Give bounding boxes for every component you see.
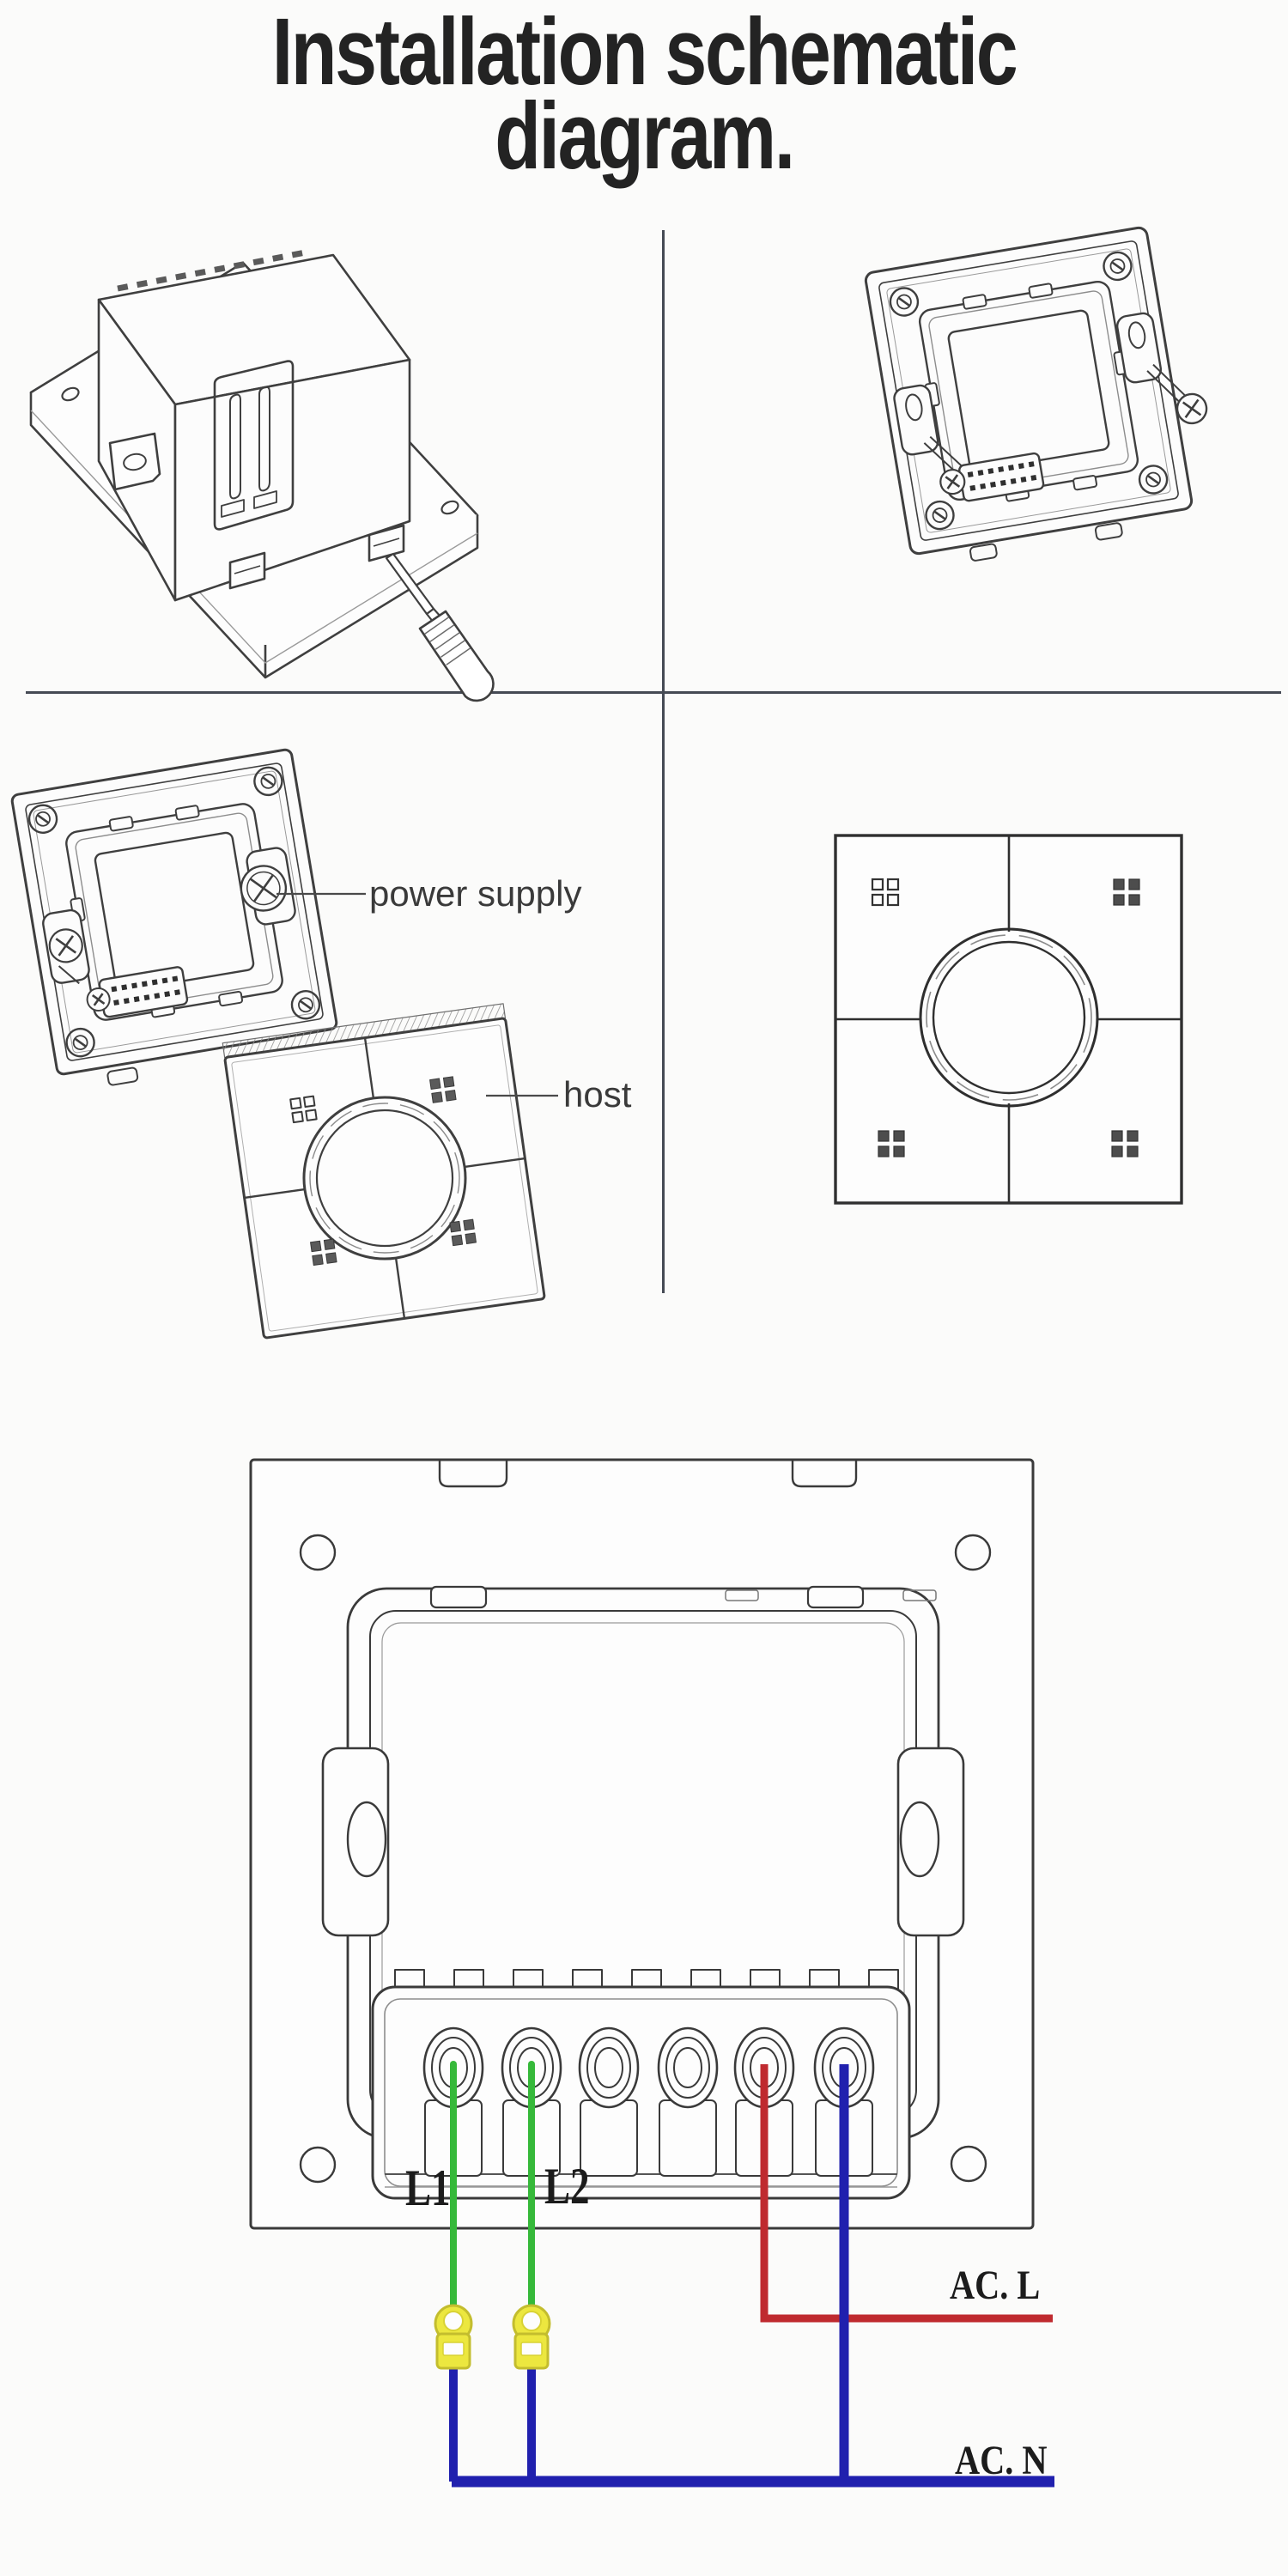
figure-power-supply-and-host	[10, 748, 558, 1340]
bottom-tab	[969, 543, 998, 562]
screw-hole	[299, 2146, 337, 2184]
plate-hole	[440, 500, 459, 515]
top-notch	[791, 1461, 858, 1488]
plate-hole	[61, 386, 80, 402]
host-panel	[222, 1003, 546, 1340]
quadrant-lines	[244, 1037, 526, 1319]
touch-key-icon	[289, 1076, 477, 1266]
module-bracket	[213, 360, 295, 531]
screw-hole	[954, 1534, 992, 1571]
insert-window	[94, 831, 255, 993]
terminal-teeth	[394, 1969, 899, 1990]
quadrant-lines	[835, 835, 1182, 1203]
crimp-connector-icon	[512, 2304, 551, 2370]
corner-screw-icon	[889, 287, 920, 317]
left-mounting-wing	[321, 1747, 390, 1937]
figure-mounting-frame-rear	[864, 226, 1208, 562]
bottom-tab	[1094, 522, 1123, 541]
host-label: host	[563, 1074, 632, 1115]
terminal-label-l2: L2	[544, 2158, 590, 2215]
figure-host-front-panel	[834, 834, 1183, 1205]
screwdriver-icon	[385, 552, 495, 702]
right-wing-screw	[240, 847, 296, 926]
right-wing-screw	[1115, 312, 1208, 425]
figure-wiring-diagram	[249, 1458, 1054, 2488]
oval-slot	[346, 1801, 387, 1878]
power-supply-frame	[10, 748, 338, 1086]
frame-top-clip	[806, 1585, 865, 1609]
pin-connector	[86, 966, 189, 1018]
module-top-teeth	[117, 248, 311, 292]
corner-screw-icon	[27, 804, 58, 834]
top-notch	[438, 1461, 508, 1488]
quadrant-divider-horizontal	[26, 691, 1281, 694]
oval-slot	[899, 1801, 940, 1878]
screw-hole	[299, 1534, 337, 1571]
crimp-connector-icon	[434, 2304, 473, 2370]
pin-connector	[939, 452, 1045, 502]
corner-screw-icon	[65, 1027, 95, 1058]
right-mounting-wing	[896, 1747, 965, 1937]
frame-top-clip	[429, 1585, 488, 1609]
corner-screw-icon	[1103, 251, 1133, 282]
ac-neutral-wires	[449, 2064, 1054, 2488]
bottom-tab	[106, 1066, 139, 1086]
quadrant-divider-vertical	[662, 230, 665, 1293]
clip-slot	[368, 524, 405, 562]
ac-neutral-label: AC. N	[955, 2438, 1048, 2483]
terminal-label-l1: L1	[405, 2160, 451, 2216]
title-line-2: diagram.	[495, 83, 795, 189]
ac-live-wire	[760, 2064, 1053, 2323]
side-clip	[108, 432, 161, 491]
rotary-dial	[919, 927, 1099, 1108]
power-supply-label: power supply	[369, 873, 582, 914]
touch-key-icon	[871, 878, 1140, 1157]
corner-screw-icon	[253, 766, 283, 797]
page-title: Installation schematic diagram.	[129, 0, 1159, 189]
left-wing-screw	[42, 908, 90, 985]
corner-screw-icon	[1138, 465, 1169, 495]
figure-module-rear-with-screwdriver	[29, 248, 495, 702]
corner-screw-icon	[290, 990, 321, 1020]
rotary-dial	[302, 1096, 467, 1261]
clip-slot	[228, 551, 266, 590]
corner-screw-icon	[925, 500, 955, 531]
screw-hole	[950, 2145, 987, 2183]
ac-live-label: AC. L	[950, 2263, 1041, 2308]
title-line-1: Installation schematic	[271, 0, 1018, 105]
